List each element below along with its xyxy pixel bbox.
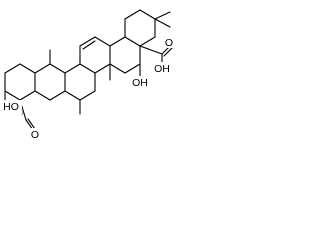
acid-hydroxyl-label: OH <box>154 63 170 75</box>
aldehyde-oxygen-label: O <box>31 129 39 141</box>
ring-hydroxyl-label: HO <box>3 101 19 113</box>
c16-hydroxyl-label: OH <box>132 77 148 89</box>
bond-lines <box>4 9 173 131</box>
acid-carbonyl-oxygen-label: O <box>165 37 173 49</box>
chemical-structure: O OH OH HO O <box>0 9 178 141</box>
